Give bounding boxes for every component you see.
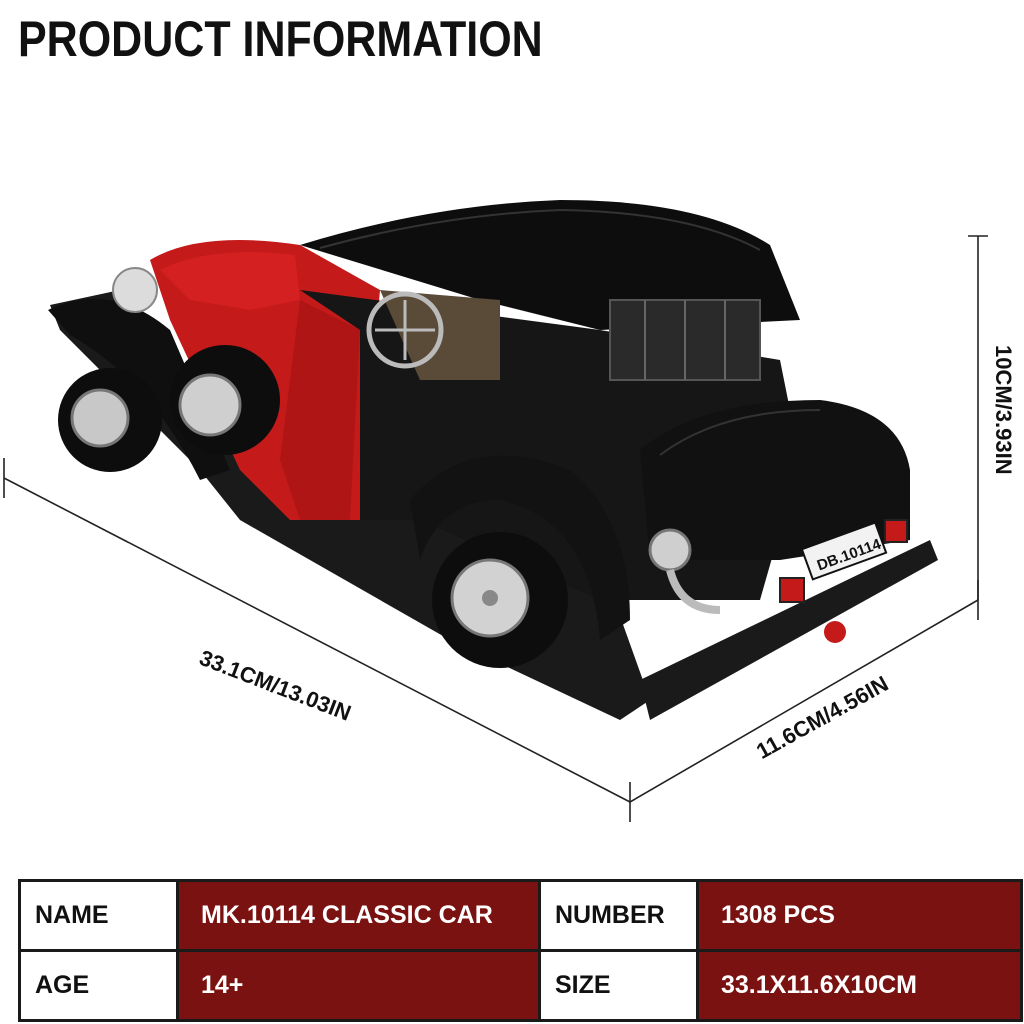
spec-value-size: 33.1X11.6X10CM [696,949,1023,1022]
spare-wheel [170,345,280,455]
dimension-lines [3,235,988,822]
spec-row: NAME MK.10114 CLASSIC CAR NUMBER 1308 PC… [18,879,1023,952]
spec-key-age: AGE [18,949,179,1022]
spec-value-number: 1308 PCS [696,879,1023,952]
spec-value-age: 14+ [176,949,541,1022]
classic-car-model-image: DB.10114 [48,200,938,720]
length-dimension-line [3,477,631,803]
page-title: PRODUCT INFORMATION [18,11,543,67]
spec-value-name: MK.10114 CLASSIC CAR [176,879,541,952]
product-stage: DB.10114 [3,200,988,822]
product-spec-table: NAME MK.10114 CLASSIC CAR NUMBER 1308 PC… [18,879,1023,1022]
spec-row: AGE 14+ SIZE 33.1X11.6X10CM [18,949,1023,1022]
spec-key-size: SIZE [538,949,699,1022]
height-dimension-label: 10CM/3.93IN [991,345,1016,475]
rear-wheel [432,532,568,668]
front-wheel [58,368,162,472]
spec-key-number: NUMBER [538,879,699,952]
spec-key-name: NAME [18,879,179,952]
width-dimension-line [629,599,979,803]
